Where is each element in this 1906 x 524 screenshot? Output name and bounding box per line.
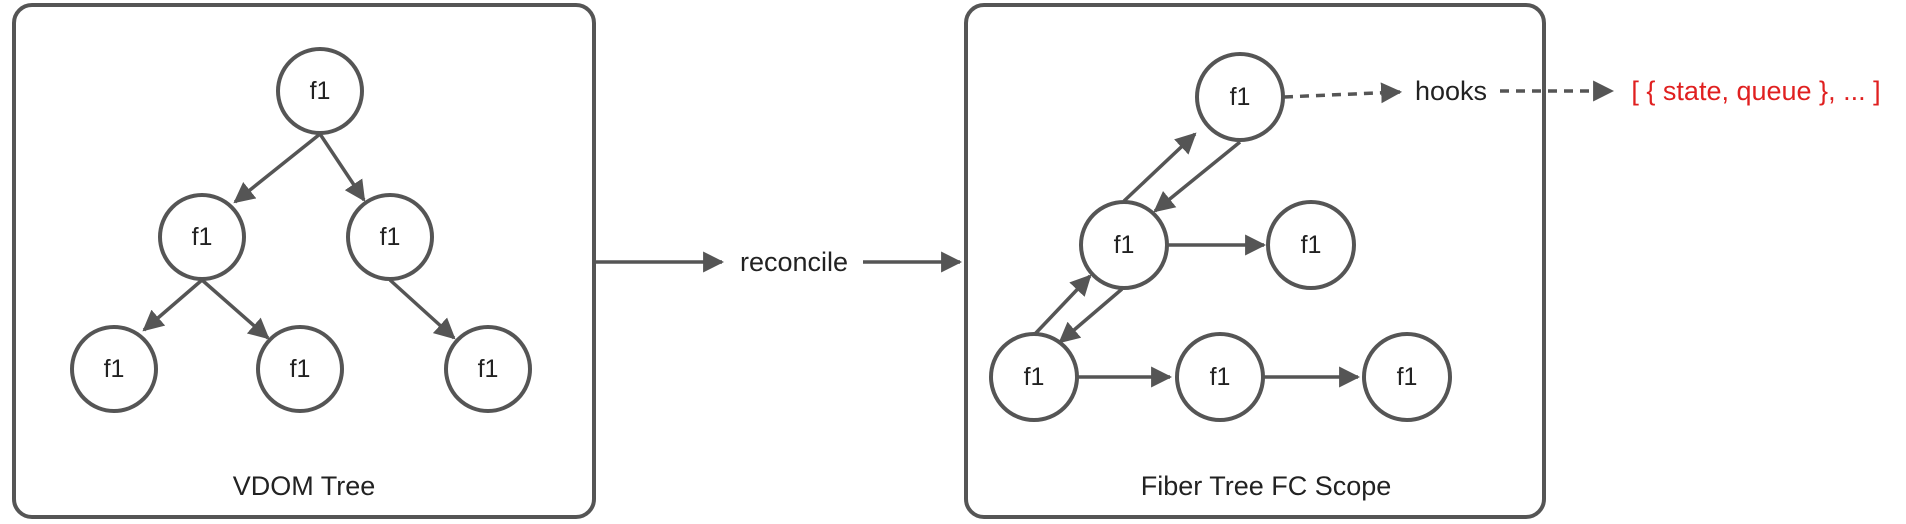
hooks-state-queue-list: [ { state, queue }, ... ]: [1631, 76, 1880, 106]
hooks-label: hooks: [1415, 76, 1487, 106]
fiber-edge-bottom-to-mid: [1032, 274, 1092, 337]
fiber-node-bottom-sibling-2-label: f1: [1397, 363, 1418, 391]
fiber-node-bottom-label: f1: [1024, 363, 1045, 391]
fiber-edge-mid-to-top: [1122, 132, 1197, 203]
fiber-tree-panel: f1 f1 f1 f1 f1 f1 Fiber Tree FC Scope: [964, 3, 1546, 519]
vdom-edge-root-left: [233, 132, 322, 204]
vdom-tree-panel: f1 f1 f1 f1 f1 f1 VDOM Tree: [12, 3, 596, 519]
fiber-edge-mid-to-bottom: [1058, 287, 1124, 344]
hooks-chain: hooks [ { state, queue }, ... ]: [1283, 76, 1881, 106]
fiber-node-mid-sibling: f1: [1266, 200, 1356, 290]
vdom-edge-left-right: [200, 278, 270, 340]
vdom-edge-right-child: [388, 278, 456, 340]
fiber-node-top-label: f1: [1230, 83, 1251, 111]
fiber-node-mid-sibling-label: f1: [1301, 231, 1322, 259]
fiber-node-mid: f1: [1079, 200, 1169, 290]
fiber-node-mid-label: f1: [1114, 231, 1135, 259]
reconcile-label: reconcile: [740, 247, 848, 277]
fiber-edge-top-to-mid: [1153, 140, 1242, 213]
vdom-node-left: f1: [158, 193, 246, 281]
vdom-node-root: f1: [276, 47, 364, 135]
vdom-node-left-right-label: f1: [290, 355, 311, 383]
fiber-node-bottom: f1: [989, 332, 1079, 422]
vdom-node-right-child: f1: [444, 325, 532, 413]
fiber-node-bottom-sibling-1: f1: [1175, 332, 1265, 422]
vdom-edge-left-left: [142, 278, 204, 332]
vdom-node-left-label: f1: [192, 223, 213, 251]
vdom-node-right: f1: [346, 193, 434, 281]
vdom-node-root-label: f1: [310, 77, 331, 105]
vdom-node-right-child-label: f1: [478, 355, 499, 383]
fiber-tree-caption: Fiber Tree FC Scope: [1141, 471, 1392, 501]
fiber-node-top: f1: [1195, 52, 1285, 142]
reconcile-connector: reconcile: [596, 247, 963, 277]
hooks-dashed-arrow-in: [1283, 82, 1403, 104]
vdom-node-left-right: f1: [256, 325, 344, 413]
vdom-node-right-label: f1: [380, 223, 401, 251]
fiber-node-bottom-sibling-2: f1: [1362, 332, 1452, 422]
vdom-edge-root-right: [318, 133, 366, 202]
vdom-tree-caption: VDOM Tree: [233, 471, 376, 501]
fiber-node-bottom-sibling-1-label: f1: [1210, 363, 1231, 391]
vdom-node-left-left-label: f1: [104, 355, 125, 383]
vdom-node-left-left: f1: [70, 325, 158, 413]
